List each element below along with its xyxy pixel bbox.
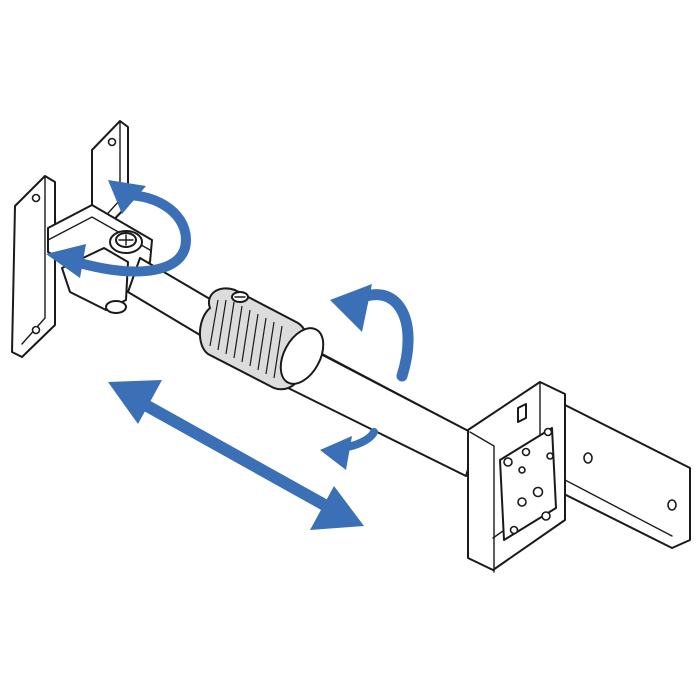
knurled-collar [199, 287, 325, 391]
rotate-arrow-icon [320, 284, 414, 470]
left-mounting-plate [11, 120, 153, 358]
right-mounting-bracket [467, 381, 691, 573]
tilt-arrow-icon [46, 180, 192, 278]
knurl-lines [209, 299, 283, 379]
extend-arrow-icon [108, 380, 364, 530]
